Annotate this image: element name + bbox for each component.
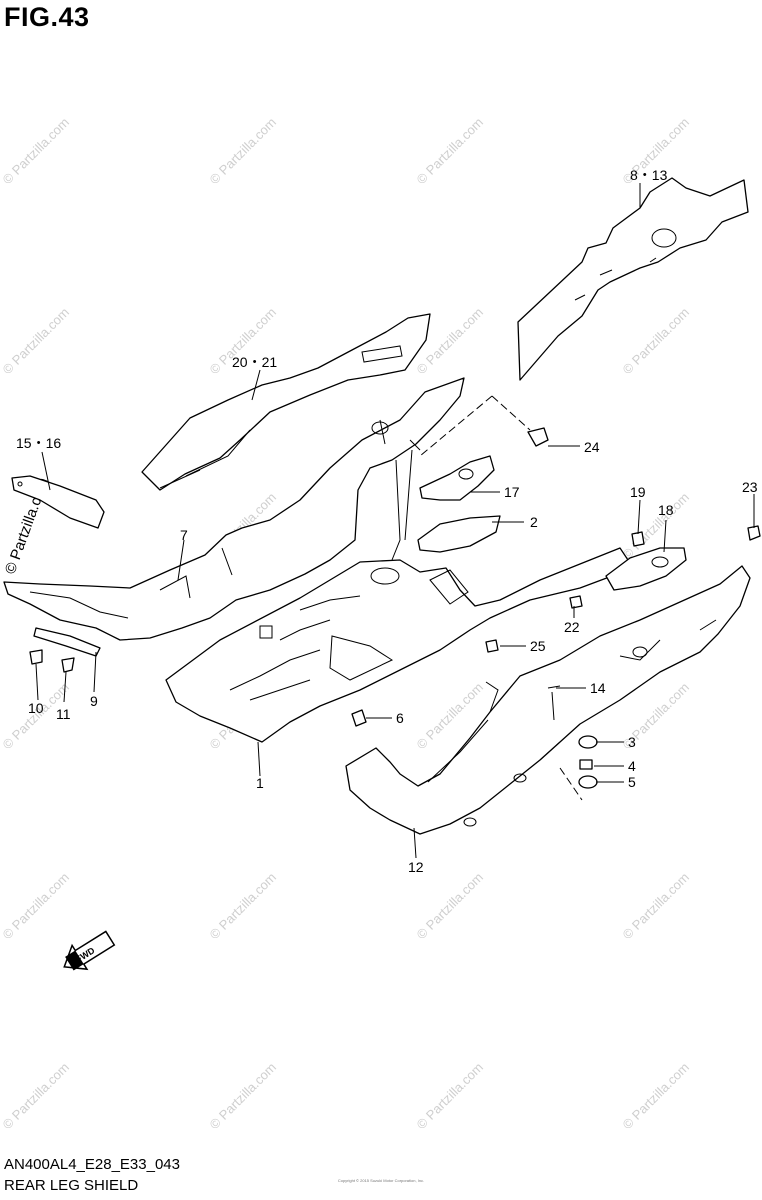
callout-4: 4 (628, 758, 636, 774)
part-7-side-shield (3, 377, 465, 641)
part-8-13-shield (517, 177, 749, 381)
watermark: © Partzilla.com (414, 115, 487, 188)
part-20-21-shield (141, 313, 431, 491)
model-code: AN400AL4_E28_E33_043 (4, 1156, 180, 1173)
callout-23: 23 (742, 479, 758, 495)
watermark: © Partzilla.com (414, 1060, 487, 1133)
callout-19: 19 (630, 484, 646, 500)
callout-2: 2 (530, 514, 538, 530)
callout-8-13: 8・13 (630, 167, 668, 183)
watermark: © Partzilla.com (207, 115, 280, 188)
callout-14: 14 (590, 680, 606, 696)
leader-lines (35, 183, 755, 859)
figure-title: FIG.43 (4, 2, 90, 32)
callout-15-16: 15・16 (16, 435, 61, 451)
watermark: © Partzilla.com (0, 115, 72, 188)
callout-3: 3 (628, 734, 636, 750)
callout-25: 25 (530, 638, 546, 654)
part-2-pad (417, 515, 501, 553)
part-9-strip (33, 627, 101, 657)
callout-6: 6 (396, 710, 404, 726)
part-15-16-bracket (11, 475, 105, 529)
callouts: 15・16 20・21 8・13 24 7 17 2 19 18 23 22 2… (16, 167, 758, 875)
callout-11: 11 (56, 706, 71, 722)
callout-9: 9 (90, 693, 98, 709)
callout-1: 1 (256, 775, 264, 791)
watermark: © Partzilla.com (620, 1060, 693, 1133)
watermark: © Partzilla.com (0, 305, 72, 378)
watermark: © Partzilla.com (620, 305, 693, 378)
watermark: © Partzilla.com (207, 1060, 280, 1133)
section-name: REAR LEG SHIELD (4, 1177, 139, 1194)
fwd-arrow-icon: FWD (63, 930, 116, 971)
watermark: © Partzilla.com (207, 870, 280, 943)
callout-22: 22 (564, 619, 580, 635)
watermark: © Partzilla.com (620, 870, 693, 943)
copyright-note: Copyright © 2015 Suzuki Motor Corporatio… (337, 1178, 425, 1183)
callout-7: 7 (180, 527, 188, 543)
part-17-bracket (419, 455, 495, 501)
part-18-bracket (605, 547, 687, 591)
fasteners (29, 427, 761, 789)
watermark: © Partzilla.com (0, 1060, 72, 1133)
callout-18: 18 (658, 502, 674, 518)
callout-17: 17 (504, 484, 520, 500)
watermark: © Partzilla.com (0, 870, 72, 943)
watermark: © Partzilla.com (414, 870, 487, 943)
callout-24: 24 (584, 439, 600, 455)
callout-5: 5 (628, 774, 636, 790)
part-12-lower-shield (345, 565, 751, 835)
callout-20-21: 20・21 (232, 354, 277, 370)
callout-12: 12 (408, 859, 424, 875)
callout-10: 10 (28, 700, 44, 716)
